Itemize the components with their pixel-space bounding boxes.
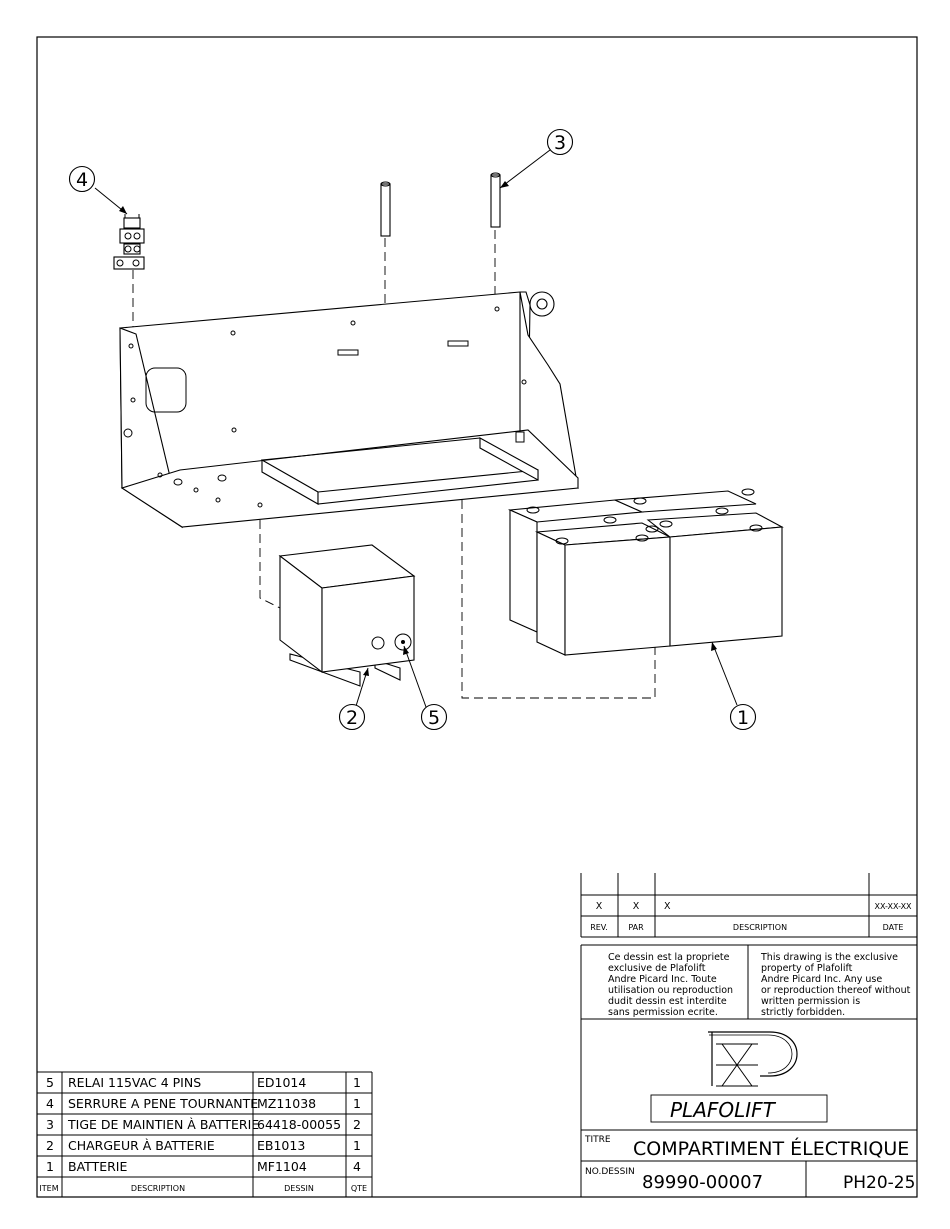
sheet-border [36, 36, 918, 1198]
callout-label-5: 5 [428, 707, 440, 729]
notice-fr-line: sans permission ecrite. [608, 1007, 718, 1018]
bom-drawing: 64418-00055 [257, 1117, 341, 1132]
revision-header-by: PAR [628, 923, 644, 932]
callout-3: 3 [546, 128, 574, 156]
company-name: PLAFOLIFT [670, 1098, 777, 1122]
callout-4: 4 [68, 165, 96, 193]
battery-charger [278, 544, 416, 687]
bom-description: CHARGEUR À BATTERIE [68, 1138, 215, 1153]
revision-block: X X X XX-XX-XX REV. PAR DESCRIPTION DATE [580, 873, 917, 938]
bom-header-description: DESCRIPTION [131, 1184, 185, 1193]
bom-description: SERRURE A PENE TOURNANTE [68, 1096, 258, 1111]
bom-item: 4 [46, 1096, 54, 1111]
bom-description: BATTERIE [68, 1159, 127, 1174]
bom-qty: 1 [353, 1138, 361, 1153]
bom-header-item: ITEM [39, 1184, 58, 1193]
bom-row: 3 TIGE DE MAINTIEN À BATTERIE 64418-0005… [46, 1117, 361, 1132]
notice-en-line: written permission is [761, 996, 860, 1007]
notice-en-line: or reproduction thereof without [761, 985, 911, 996]
bill-of-materials: 5 RELAI 115VAC 4 PINS ED1014 1 4 SERRURE… [37, 1071, 373, 1197]
plafolift-logo: PLAFOLIFT [650, 1031, 828, 1123]
notice-fr-line: Ce dessin est la propriete [608, 952, 730, 963]
battery-tray [119, 291, 579, 529]
hold-down-rods [380, 172, 501, 237]
callout-leaders [94, 149, 738, 708]
assembly-drawing: 1 2 3 4 5 [68, 128, 784, 731]
bom-item: 5 [46, 1075, 54, 1090]
bom-description: TIGE DE MAINTIEN À BATTERIE [67, 1117, 259, 1132]
revision-date: XX-XX-XX [874, 902, 912, 911]
bom-header-qty: QTE [351, 1184, 367, 1193]
notice-fr-line: exclusive de Plafolift [608, 963, 706, 974]
ownership-notice-en: This drawing is the exclusive property o… [760, 952, 911, 1018]
bom-description: RELAI 115VAC 4 PINS [68, 1075, 201, 1090]
bom-qty: 4 [353, 1159, 361, 1174]
callout-label-4: 4 [76, 169, 88, 191]
bom-qty: 2 [353, 1117, 361, 1132]
drawing-number: 89990-00007 [642, 1172, 763, 1193]
notice-en-line: strictly forbidden. [761, 1007, 845, 1018]
notice-fr-line: Andre Picard Inc. Toute [608, 974, 717, 985]
bom-row: 5 RELAI 115VAC 4 PINS ED1014 1 [46, 1075, 361, 1090]
revision-by: X [633, 901, 640, 912]
callout-label-3: 3 [554, 132, 566, 154]
bom-row: 2 CHARGEUR À BATTERIE EB1013 1 [46, 1138, 361, 1153]
revision-header-description: DESCRIPTION [733, 923, 787, 932]
bom-item: 3 [46, 1117, 54, 1132]
callout-label-2: 2 [346, 707, 358, 729]
drawing-number-label: NO.DESSIN [585, 1167, 635, 1177]
bom-drawing: EB1013 [257, 1138, 305, 1153]
title-block: Ce dessin est la propriete exclusive de … [580, 944, 917, 1197]
bom-header-drawing: DESSIN [284, 1184, 314, 1193]
bom-qty: 1 [353, 1096, 361, 1111]
drawing-title: COMPARTIMENT ÉLECTRIQUE [633, 1137, 909, 1160]
bom-drawing: ED1014 [257, 1075, 306, 1090]
bom-header: ITEM DESCRIPTION DESSIN QTE [39, 1184, 367, 1193]
callout-label-1: 1 [737, 707, 749, 729]
bom-drawing: MZ11038 [257, 1096, 316, 1111]
title-label: TITRE [584, 1135, 611, 1145]
notice-fr-line: utilisation ou reproduction [608, 985, 733, 996]
bom-qty: 1 [353, 1075, 361, 1090]
bom-item: 2 [46, 1138, 54, 1153]
notice-en-line: This drawing is the exclusive [760, 952, 898, 963]
bom-row: 4 SERRURE A PENE TOURNANTE MZ11038 1 [46, 1096, 361, 1111]
revision-rev: X [596, 901, 603, 912]
latch-part [113, 214, 145, 270]
callout-2: 2 [338, 703, 366, 731]
notice-en-line: Andre Picard Inc. Any use [761, 974, 882, 985]
callout-5: 5 [420, 703, 448, 731]
sheet-reference: PH20-25 [843, 1173, 915, 1193]
ownership-notice-fr: Ce dessin est la propriete exclusive de … [608, 952, 733, 1018]
bom-item: 1 [46, 1159, 54, 1174]
callout-1: 1 [729, 703, 757, 731]
notice-fr-line: dudit dessin est interdite [608, 996, 727, 1007]
bom-drawing: MF1104 [257, 1159, 307, 1174]
battery-pack [507, 488, 784, 656]
notice-en-line: property of Plafolift [761, 963, 853, 974]
revision-description: X [664, 901, 671, 912]
revision-header-date: DATE [883, 923, 904, 932]
bom-row: 1 BATTERIE MF1104 4 [46, 1159, 361, 1174]
revision-header-rev: REV. [590, 923, 608, 932]
